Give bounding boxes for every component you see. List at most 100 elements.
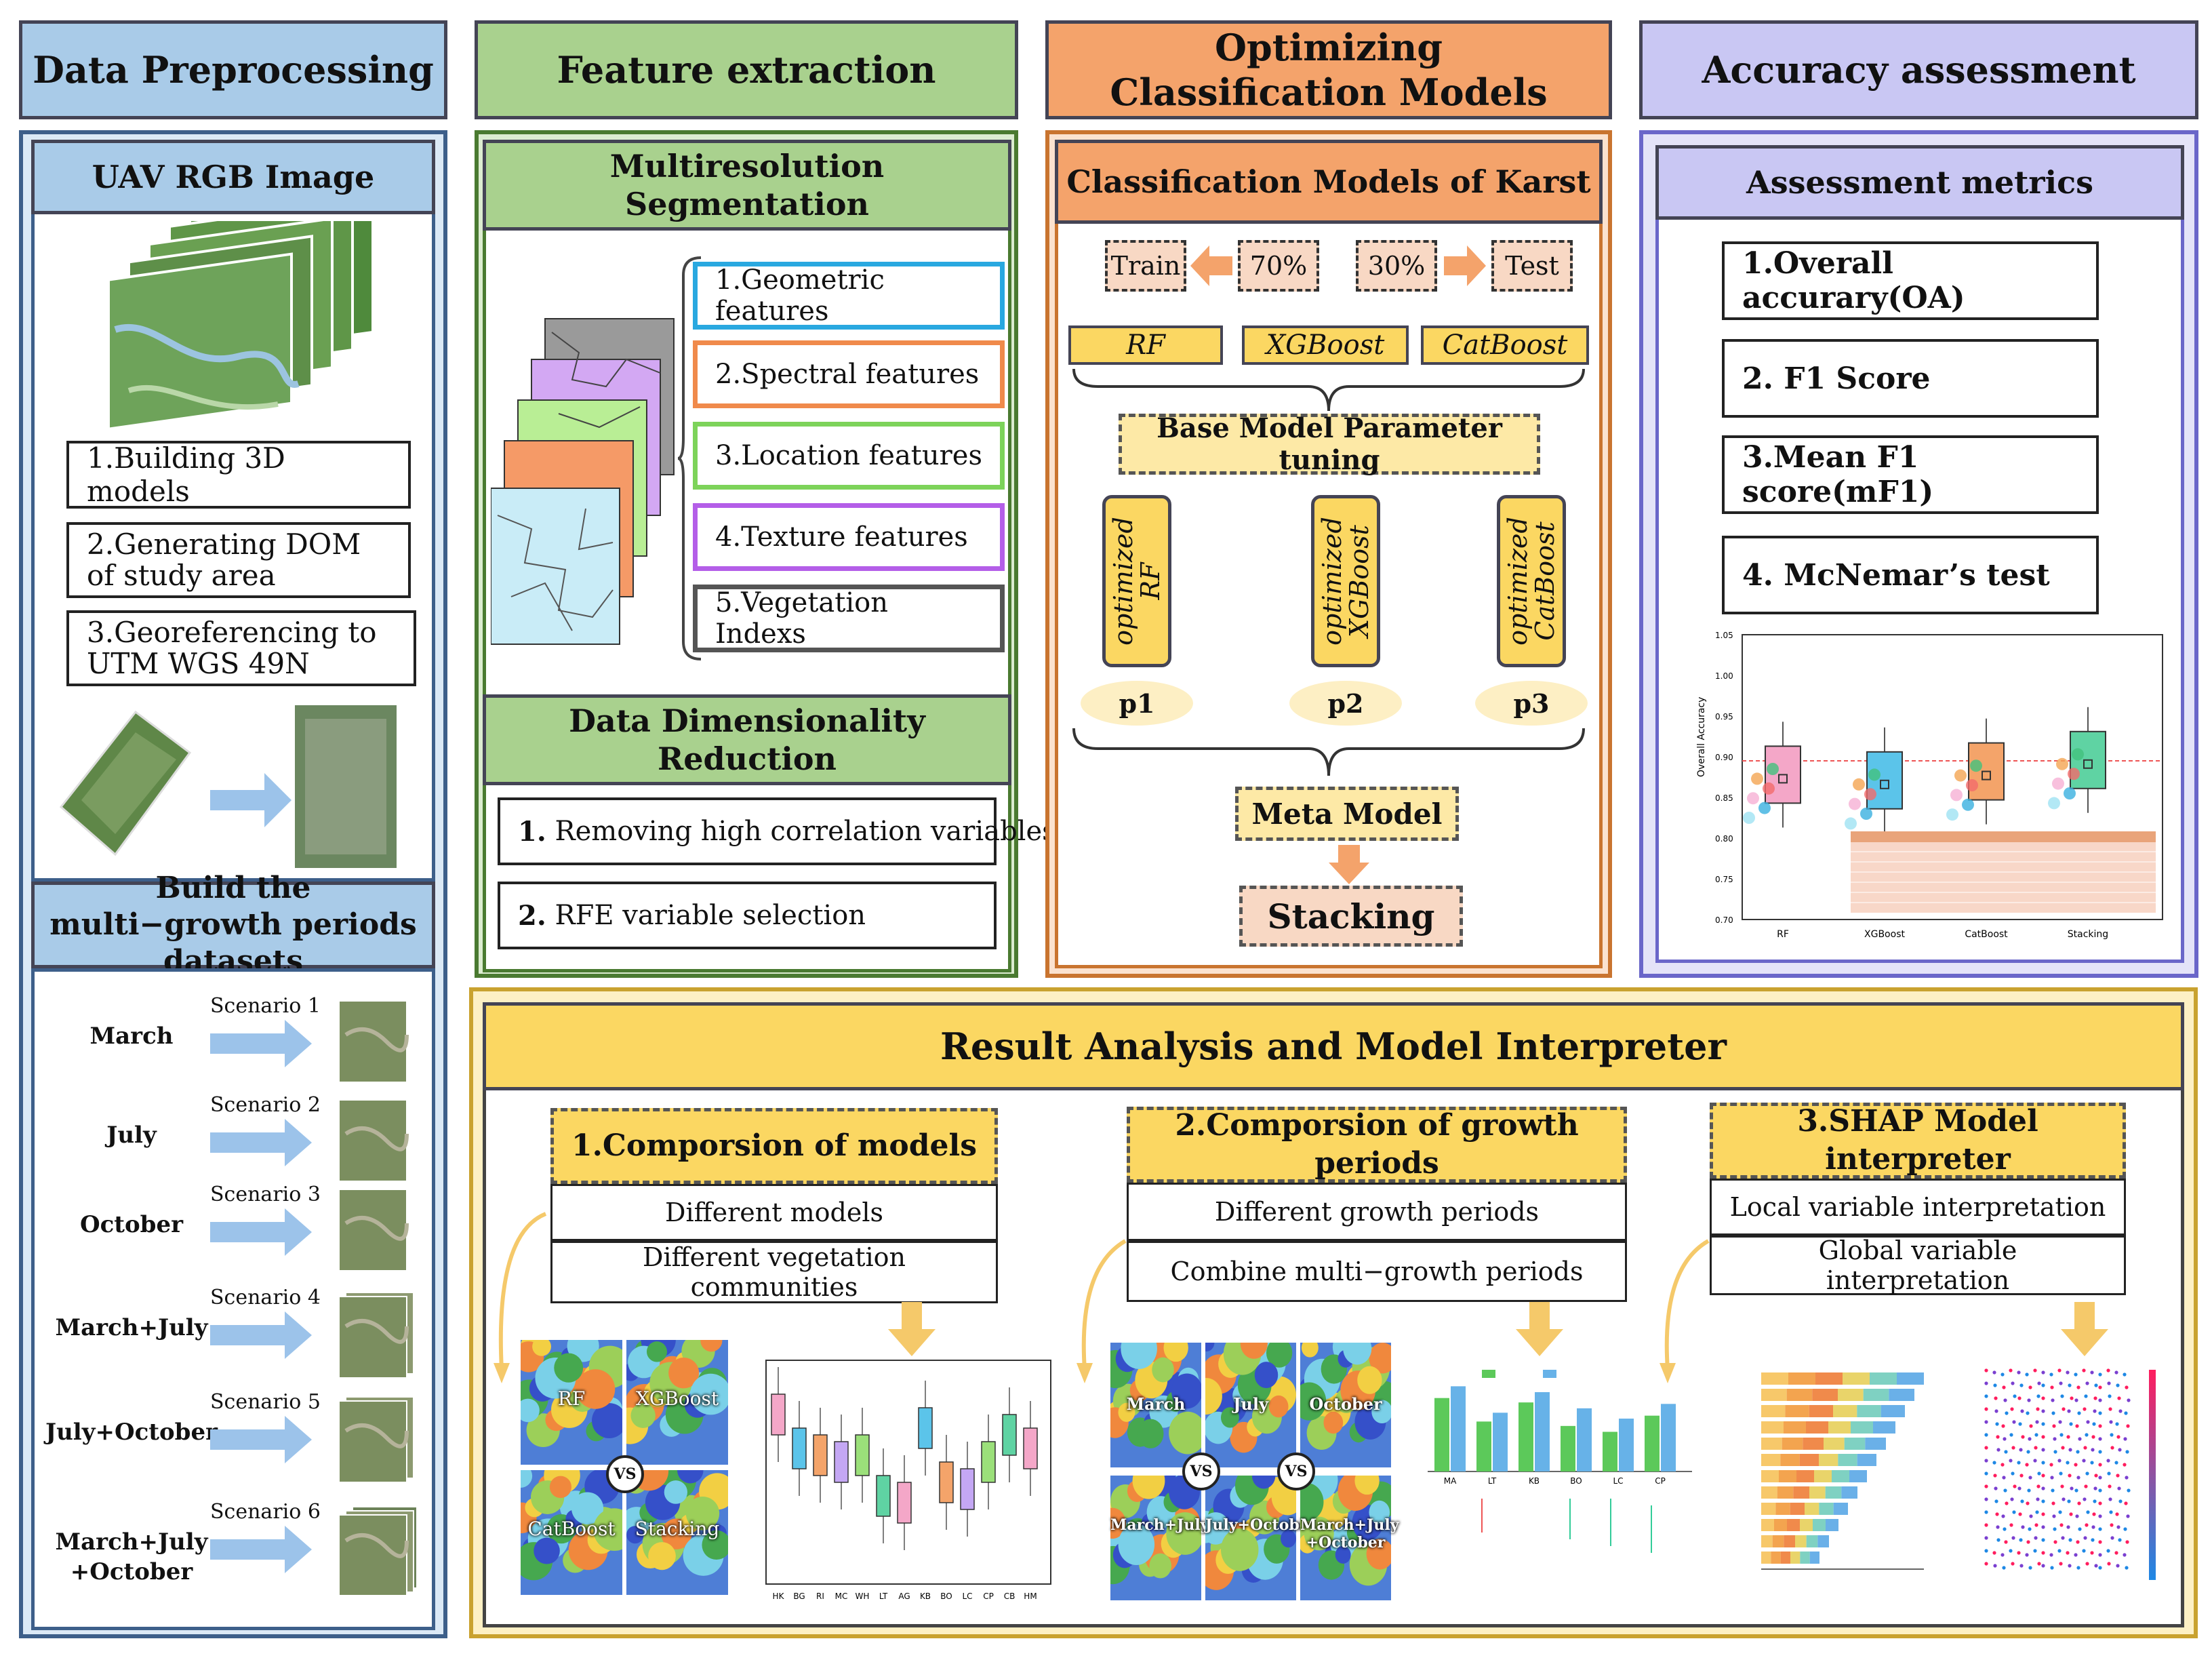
meta-model-box: Meta Model [1235,787,1459,841]
shap-point [2001,1424,2005,1428]
shap-point [2029,1424,2033,1428]
shap-point [2061,1536,2065,1540]
oa-mean-marker [1880,779,1889,789]
shap-point [2026,1450,2030,1454]
oa-point [2064,787,2076,799]
oa-point [2056,757,2068,770]
shap-point [2004,1450,2008,1454]
model-catboost: CatBoost [1421,325,1589,365]
veg-box [918,1407,933,1449]
veg-box [855,1434,870,1476]
shap-bar-segment [1806,1535,1818,1547]
shap-bar-segment [1851,1421,1873,1434]
shap-point [2002,1476,2006,1480]
shap-point [2052,1424,2056,1428]
shap-point [2118,1409,2123,1413]
growth-label-2: July [106,1122,157,1149]
optimized-top-3: optimized [1503,517,1533,646]
periods-vs-badge-2: VS [1277,1452,1315,1490]
shap-bar-segment [1849,1470,1867,1482]
shap-point [2041,1396,2045,1400]
shap-bar-segment [1786,1389,1813,1401]
shap-point [2090,1461,2094,1465]
shap-point [2074,1463,2078,1467]
shap-bar-segment [1761,1405,1786,1417]
shap-point [2117,1486,2121,1490]
growth-label-6: March+July +October [55,1528,208,1585]
param-1: p1 [1081,681,1193,726]
period-map-top-3 [1300,1343,1391,1467]
shap-point [2098,1476,2102,1480]
shap-point [1996,1538,2000,1542]
veg-x-label: BG [793,1592,805,1601]
shap-point [2000,1463,2005,1467]
shap-point [1992,1551,1996,1555]
shap-point [2041,1435,2045,1439]
scenario-label-4: Scenario 4 [210,1286,321,1309]
shap-point [2077,1501,2081,1505]
shap-bar-segment [1772,1535,1784,1547]
models-brace [1072,368,1585,412]
shap-point [2098,1463,2102,1467]
period-map-bottom-3 [1300,1476,1391,1600]
shap-point [2108,1497,2112,1501]
shap-point [2078,1437,2082,1441]
shap-bar-segment [1761,1535,1773,1547]
shap-point [2115,1422,2119,1426]
shap-point [2027,1398,2031,1402]
shap-point [2062,1497,2066,1501]
shap-point [1984,1433,1988,1437]
shap-bar-segment [1897,1372,1924,1385]
shap-point [2021,1525,2025,1529]
shap-bar-segment [1761,1503,1776,1515]
shap-point [2123,1463,2127,1467]
shap-point [2037,1381,2041,1385]
shap-point [2010,1407,2014,1411]
shap-point [2068,1383,2072,1387]
shap-bar-segment [1800,1519,1813,1531]
shap-point [2018,1512,2022,1516]
shap-point [2053,1527,2057,1531]
period-map-top-label-1: March [1126,1394,1186,1414]
shap-point [2108,1394,2112,1398]
shap-bar-segment [1787,1519,1800,1531]
shap-point [2041,1370,2045,1375]
segmentation-layers [491,318,675,645]
period-map-top-label-2: July [1233,1394,1268,1414]
shap-point [2041,1486,2045,1490]
shap-point [1984,1420,1988,1424]
shap-point [2107,1381,2111,1385]
dim-item-2-text: RFE variable selection [546,900,866,931]
shap-point [2108,1407,2112,1411]
veg-box [771,1394,786,1436]
shap-point [2025,1372,2029,1377]
shap-point [1996,1525,2000,1529]
shap-point [2035,1420,2039,1424]
shap-point [2050,1385,2054,1389]
shap-point [2050,1566,2054,1570]
dim-item-1-num: 1. [518,815,546,848]
shap-point [2041,1512,2045,1516]
period-map-top-2 [1205,1343,1296,1467]
shap-point [2000,1553,2005,1557]
oa-y-tick: 1.00 [1715,671,1733,681]
shap-point [2117,1396,2121,1400]
shap-point [2085,1381,2089,1385]
veg-x-label: BO [940,1592,952,1601]
shap-point [2034,1446,2038,1450]
shap-bar-segment [1813,1519,1826,1531]
shap-point [1994,1396,1998,1400]
shap-point [2082,1459,2086,1463]
shap-point [1994,1499,1998,1503]
shap-point [2069,1422,2073,1426]
shap-point [2019,1564,2024,1568]
panel2-item-2: Combine multi−growth periods [1127,1241,1627,1302]
shap-point [2019,1383,2024,1387]
test-box: Test [1491,240,1573,292]
shap-bar-segment [1815,1372,1843,1385]
panel1-title: 1.Comporsion of models [550,1108,998,1184]
oa-y-tick: 1.05 [1715,631,1733,640]
